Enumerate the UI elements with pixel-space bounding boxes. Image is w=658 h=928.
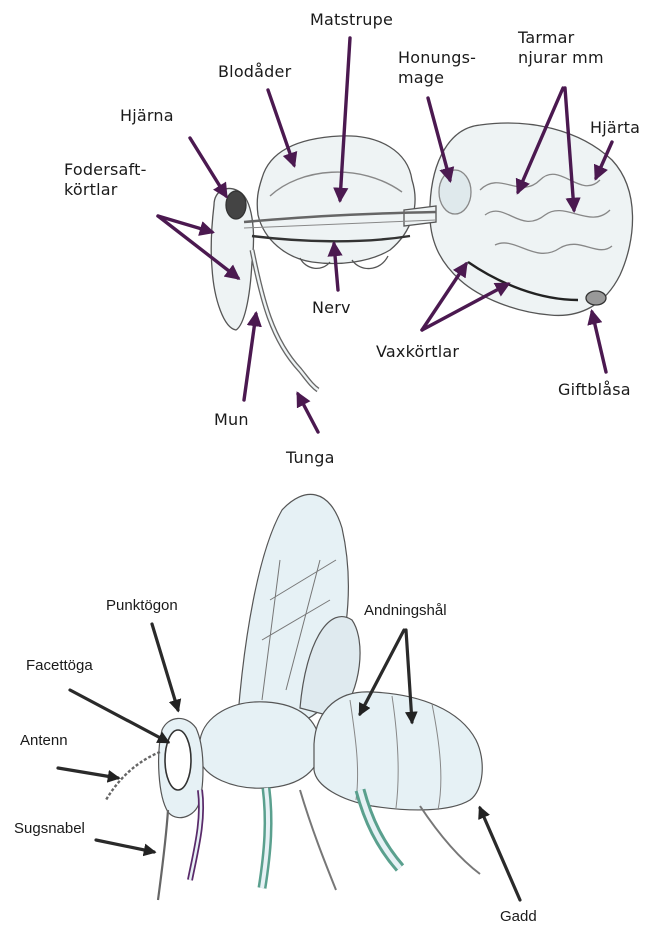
arrow-punktogon [152, 624, 178, 710]
label-antenn: Antenn [20, 732, 68, 749]
arrow-sugsnabel [96, 840, 154, 852]
label-fodersaftkortlar: Fodersaft- körtlar [64, 160, 147, 200]
arrow-vaxkortlar-2 [422, 284, 508, 330]
label-andningshal: Andningshål [364, 602, 447, 619]
thorax [200, 702, 320, 788]
arrow-antenn [58, 768, 118, 778]
label-honungsmage-line2: mage [398, 68, 476, 88]
arrow-mun [244, 314, 256, 400]
label-nerv: Nerv [312, 298, 351, 317]
label-tunga: Tunga [286, 448, 335, 467]
arrow-facettoga [70, 690, 168, 742]
label-gadd: Gadd [500, 908, 537, 925]
abdomen-section [430, 123, 633, 315]
label-facettoga: Facettöga [26, 657, 93, 674]
label-matstrupe: Matstrupe [310, 10, 393, 29]
thorax-section [257, 136, 415, 264]
proboscis [158, 810, 168, 900]
arrow-tunga [298, 394, 318, 432]
label-fodersaftkortlar-line2: körtlar [64, 180, 147, 200]
label-honungsmage-line1: Honungs- [398, 48, 476, 68]
label-fodersaftkortlar-line1: Fodersaft- [64, 160, 147, 180]
label-blodader: Blodåder [218, 62, 291, 81]
label-giftblasa: Giftblåsa [558, 380, 631, 399]
label-sugsnabel: Sugsnabel [14, 820, 85, 837]
label-mun: Mun [214, 410, 249, 429]
arrow-gadd [480, 808, 520, 900]
label-tarmar-line1: Tarmar [518, 28, 604, 48]
label-hjarna: Hjärna [120, 106, 174, 125]
label-tarmar: Tarmar njurar mm [518, 28, 604, 68]
label-honungsmage: Honungs- mage [398, 48, 476, 88]
label-hjarta: Hjärta [590, 118, 640, 137]
label-tarmar-line2: njurar mm [518, 48, 604, 68]
external-anatomy-drawing [106, 494, 482, 900]
label-punktogon: Punktögon [106, 597, 178, 614]
arrow-hjarna [190, 138, 226, 196]
label-vaxkortlar: Vaxkörtlar [376, 342, 459, 361]
compound-eye [165, 730, 191, 790]
arrow-giftblasa [592, 312, 606, 372]
